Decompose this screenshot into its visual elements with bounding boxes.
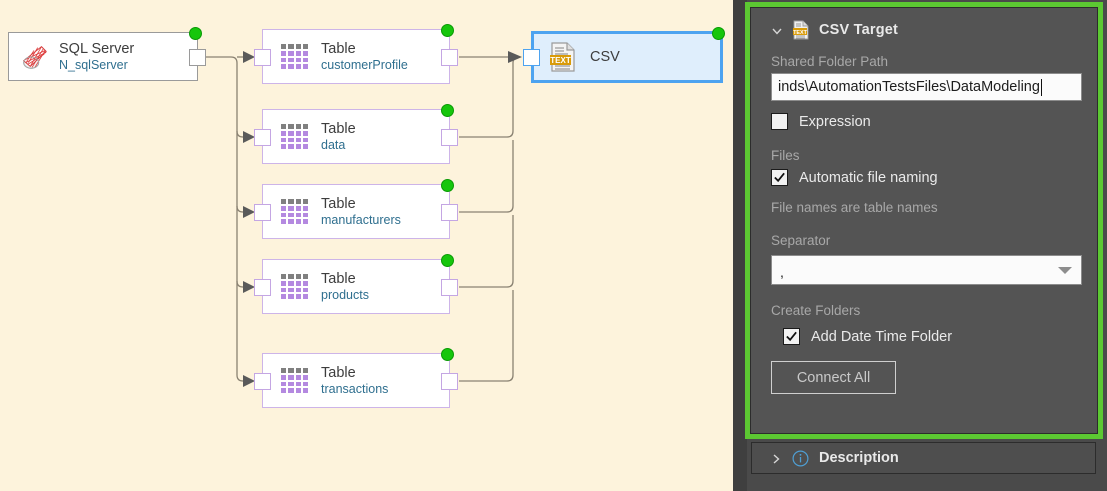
automatic-file-naming-row[interactable]: Automatic file naming [771, 169, 1079, 186]
properties-panel-highlight: TEXT CSV Target Shared Folder Path inds\… [745, 2, 1103, 439]
output-port[interactable] [441, 373, 458, 390]
svg-text:TEXT: TEXT [793, 30, 807, 36]
status-dot [441, 254, 454, 267]
automatic-file-naming-label: Automatic file naming [799, 169, 938, 186]
node-title: SQL Server [59, 40, 135, 57]
node-title: Table [321, 40, 356, 57]
flow-canvas[interactable]: SQL Server N_sqlServer Table customerPro… [0, 0, 733, 491]
node-table-products[interactable]: Table products [254, 254, 458, 314]
description-title: Description [819, 450, 899, 466]
table-grid-icon [281, 44, 308, 69]
node-title: CSV [590, 48, 620, 65]
csv-text-document-icon: TEXT [792, 20, 810, 40]
section-title: CSV Target [819, 22, 899, 38]
status-dot [441, 179, 454, 192]
files-label: Files [771, 148, 800, 163]
add-date-time-folder-label: Add Date Time Folder [811, 328, 953, 345]
status-dot [441, 24, 454, 37]
node-title: Table [321, 270, 356, 287]
status-dot [441, 104, 454, 117]
shared-folder-path-input[interactable]: inds\AutomationTestsFiles\DataModeling [771, 73, 1082, 101]
node-title: Table [321, 120, 356, 137]
table-grid-icon [281, 368, 308, 393]
output-port[interactable] [441, 279, 458, 296]
output-port[interactable] [441, 49, 458, 66]
separator-label: Separator [771, 233, 831, 248]
add-date-time-folder-checkbox[interactable] [783, 328, 800, 345]
input-port[interactable] [254, 279, 271, 296]
chevron-down-icon[interactable] [1058, 266, 1072, 274]
node-subtitle: products [321, 287, 369, 302]
shared-folder-path-label: Shared Folder Path [771, 54, 889, 69]
node-subtitle: transactions [321, 381, 389, 396]
node-table-customerprofile[interactable]: Table customerProfile [254, 24, 458, 84]
node-table-manufacturers[interactable]: Table manufacturers [254, 179, 458, 239]
csv-target-properties-panel: TEXT CSV Target Shared Folder Path inds\… [750, 7, 1098, 434]
table-grid-icon [281, 199, 308, 224]
chevron-down-icon[interactable] [771, 24, 783, 36]
text-cursor [1040, 78, 1042, 96]
add-date-time-folder-row[interactable]: Add Date Time Folder [783, 328, 1079, 345]
csv-target-section-header[interactable]: TEXT CSV Target [771, 20, 1079, 40]
expression-checkbox[interactable] [771, 113, 788, 130]
separator-dropdown[interactable]: , [771, 255, 1082, 285]
node-table-data[interactable]: Table data [254, 104, 458, 164]
panel-gutter [733, 0, 747, 491]
node-subtitle: manufacturers [321, 212, 401, 227]
input-port[interactable] [254, 204, 271, 221]
node-csv-target[interactable]: TEXT CSV [523, 27, 725, 83]
table-grid-icon [281, 124, 308, 149]
node-subtitle: N_sqlServer [59, 57, 128, 72]
node-subtitle: data [321, 137, 346, 152]
separator-value: , [780, 264, 784, 280]
status-dot [441, 348, 454, 361]
expression-label: Expression [799, 113, 871, 130]
shared-folder-path-value: inds\AutomationTestsFiles\DataModeling [778, 79, 1040, 95]
status-dot [712, 27, 725, 40]
info-circle-icon [792, 449, 809, 467]
status-dot [189, 27, 202, 40]
connector-wires [198, 51, 522, 387]
output-port[interactable] [441, 204, 458, 221]
file-names-hint: File names are table names [771, 200, 938, 215]
node-subtitle: customerProfile [321, 57, 408, 72]
output-port[interactable] [441, 129, 458, 146]
expression-checkbox-row[interactable]: Expression [771, 113, 1079, 130]
chevron-right-icon[interactable] [770, 452, 782, 464]
input-port[interactable] [254, 129, 271, 146]
input-port[interactable] [254, 373, 271, 390]
node-sql-server[interactable]: SQL Server N_sqlServer [8, 27, 206, 81]
description-section-header[interactable]: Description [751, 442, 1096, 474]
create-folders-label: Create Folders [771, 303, 861, 318]
csv-text-document-icon: TEXT [548, 41, 578, 73]
automatic-file-naming-checkbox[interactable] [771, 169, 788, 186]
input-port[interactable] [254, 49, 271, 66]
connect-all-button[interactable]: Connect All [771, 361, 896, 394]
svg-text:TEXT: TEXT [550, 56, 571, 65]
node-title: Table [321, 364, 356, 381]
input-port[interactable] [523, 49, 540, 66]
node-title: Table [321, 195, 356, 212]
output-port[interactable] [189, 49, 206, 66]
table-grid-icon [281, 274, 308, 299]
sql-server-icon [19, 42, 49, 72]
node-table-transactions[interactable]: Table transactions [254, 348, 458, 408]
